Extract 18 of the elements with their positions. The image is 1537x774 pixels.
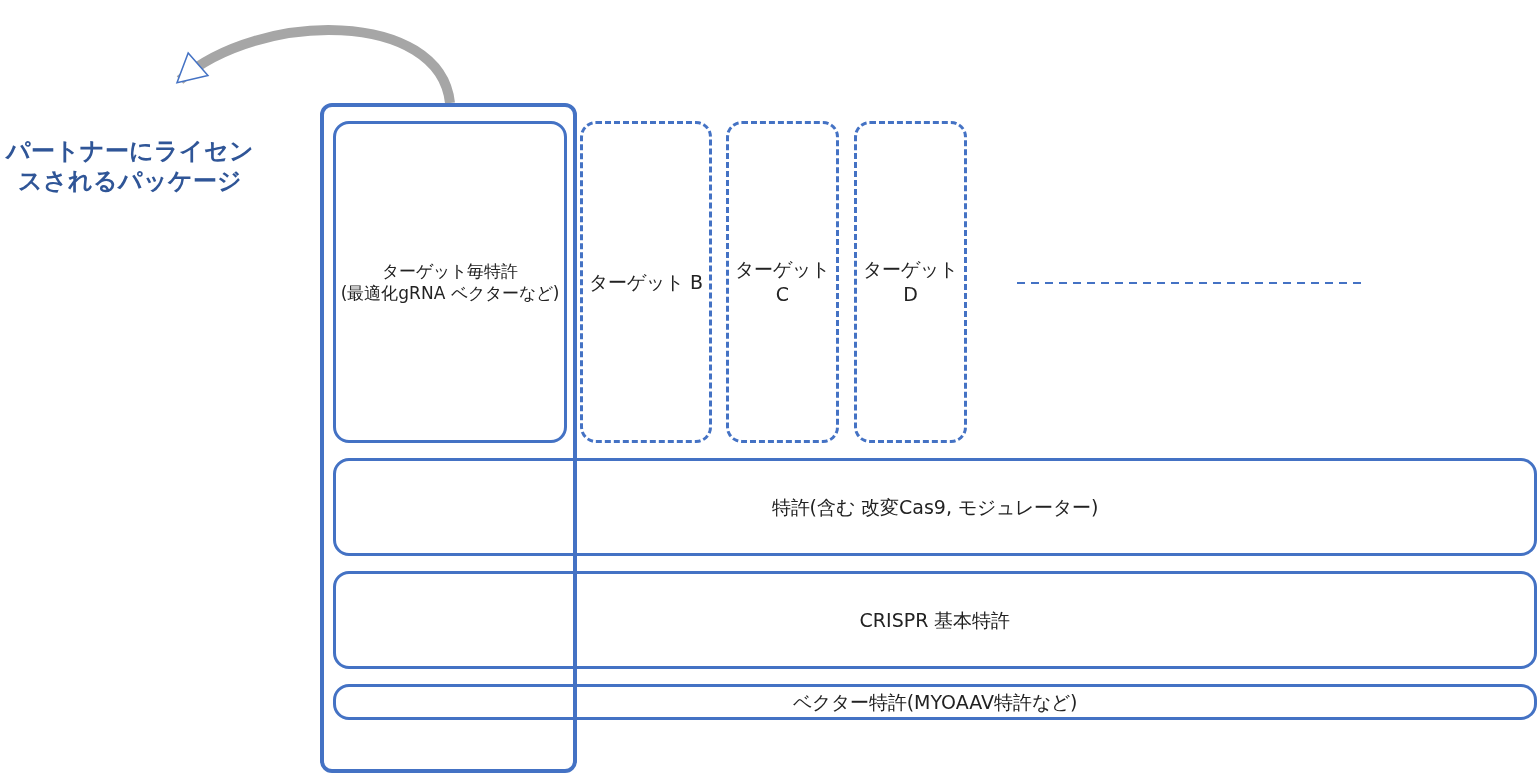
box-label: ターゲット C (734, 257, 831, 307)
dashed-box (580, 121, 712, 443)
box-label: (最適化gRNA ベクターなど) (340, 282, 560, 305)
package-outline (320, 103, 577, 773)
box-label: 特許(含む 改変Cas9, モジュレーター) (771, 494, 1099, 520)
label-text: パートナーにライセンスされるパッケージ (4, 136, 255, 196)
box-label: ターゲット B (588, 269, 704, 295)
patent-band (333, 458, 1537, 556)
curved-arrow (176, 25, 455, 105)
box-label: ベクター特許(MYOAAV特許など) (792, 689, 1078, 715)
box-label: ターゲット毎特許 (382, 259, 518, 282)
box-label: CRISPR 基本特許 (859, 607, 1011, 633)
dashed-box (854, 121, 967, 443)
box-label: ターゲット D (862, 257, 959, 307)
dashed-box (726, 121, 839, 443)
patent-band (333, 684, 1537, 720)
patent-box (333, 121, 567, 443)
patent-band (333, 571, 1537, 669)
